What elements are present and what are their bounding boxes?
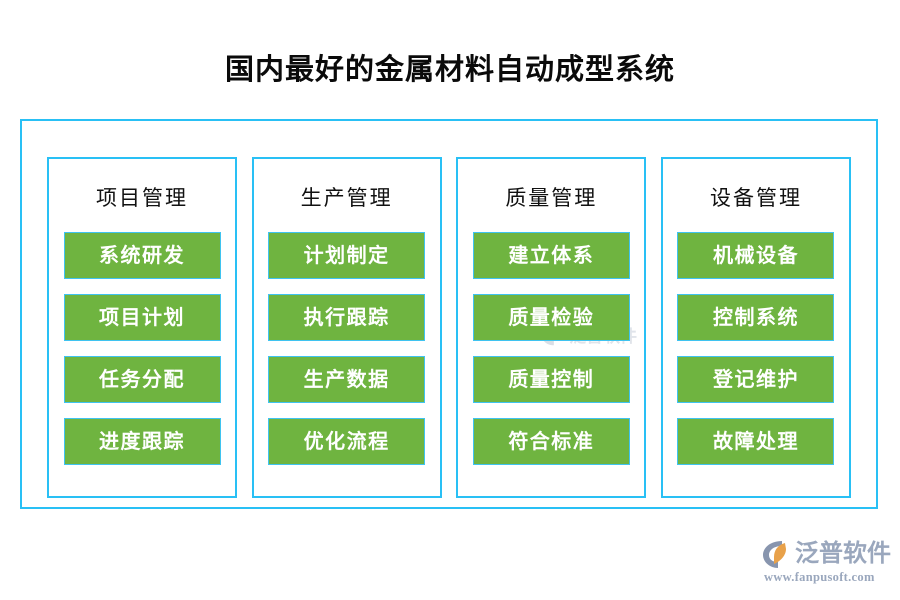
column-card-quality-management: 质量管理 建立体系 质量检验 质量控制 符合标准 (456, 157, 647, 498)
item-button[interactable]: 登记维护 (677, 356, 835, 403)
item-button[interactable]: 执行跟踪 (268, 294, 426, 341)
item-button[interactable]: 进度跟踪 (63, 418, 221, 465)
item-button[interactable]: 项目计划 (63, 294, 221, 341)
column-title: 设备管理 (709, 186, 802, 210)
brand-name: 泛普软件 (795, 541, 891, 567)
item-button[interactable]: 质量检验 (472, 294, 630, 341)
column-card-production-management: 生产管理 计划制定 执行跟踪 生产数据 优化流程 (251, 157, 442, 498)
item-button[interactable]: 质量控制 (472, 356, 630, 403)
diagram-outer-frame (20, 119, 878, 509)
brand-url: www.fanpusoft.com (764, 570, 875, 584)
column-title: 质量管理 (505, 186, 598, 210)
item-button[interactable]: 优化流程 (268, 418, 426, 465)
item-button[interactable]: 系统研发 (63, 232, 221, 279)
item-button[interactable]: 建立体系 (472, 232, 630, 279)
column-title: 项目管理 (96, 186, 188, 210)
item-button[interactable]: 机械设备 (677, 232, 835, 279)
column-item-list: 计划制定 执行跟踪 生产数据 优化流程 (254, 232, 440, 465)
column-card-project-management: 项目管理 系统研发 项目计划 任务分配 进度跟踪 (47, 157, 237, 498)
item-button[interactable]: 故障处理 (677, 418, 835, 465)
item-button[interactable]: 计划制定 (268, 232, 426, 279)
column-item-list: 机械设备 控制系统 登记维护 故障处理 (663, 232, 849, 465)
column-title: 生产管理 (300, 186, 393, 210)
item-button[interactable]: 控制系统 (677, 294, 835, 341)
item-button[interactable]: 符合标准 (472, 418, 630, 465)
fanpu-swoosh-icon (762, 539, 792, 569)
brand-logo-row: 泛普软件 (762, 538, 891, 570)
column-card-equipment-management: 设备管理 机械设备 控制系统 登记维护 故障处理 (660, 157, 851, 498)
diagram-columns: 项目管理 系统研发 项目计划 任务分配 进度跟踪 生产管理 计划制定 执行跟踪 … (47, 157, 851, 498)
brand-logo: 泛普软件 www.fanpusoft.com (762, 538, 892, 588)
item-button[interactable]: 生产数据 (268, 356, 426, 403)
column-item-list: 系统研发 项目计划 任务分配 进度跟踪 (49, 232, 235, 465)
column-item-list: 建立体系 质量检验 质量控制 符合标准 (458, 232, 644, 465)
item-button[interactable]: 任务分配 (63, 356, 221, 403)
page-title: 国内最好的金属材料自动成型系统 (224, 54, 675, 86)
